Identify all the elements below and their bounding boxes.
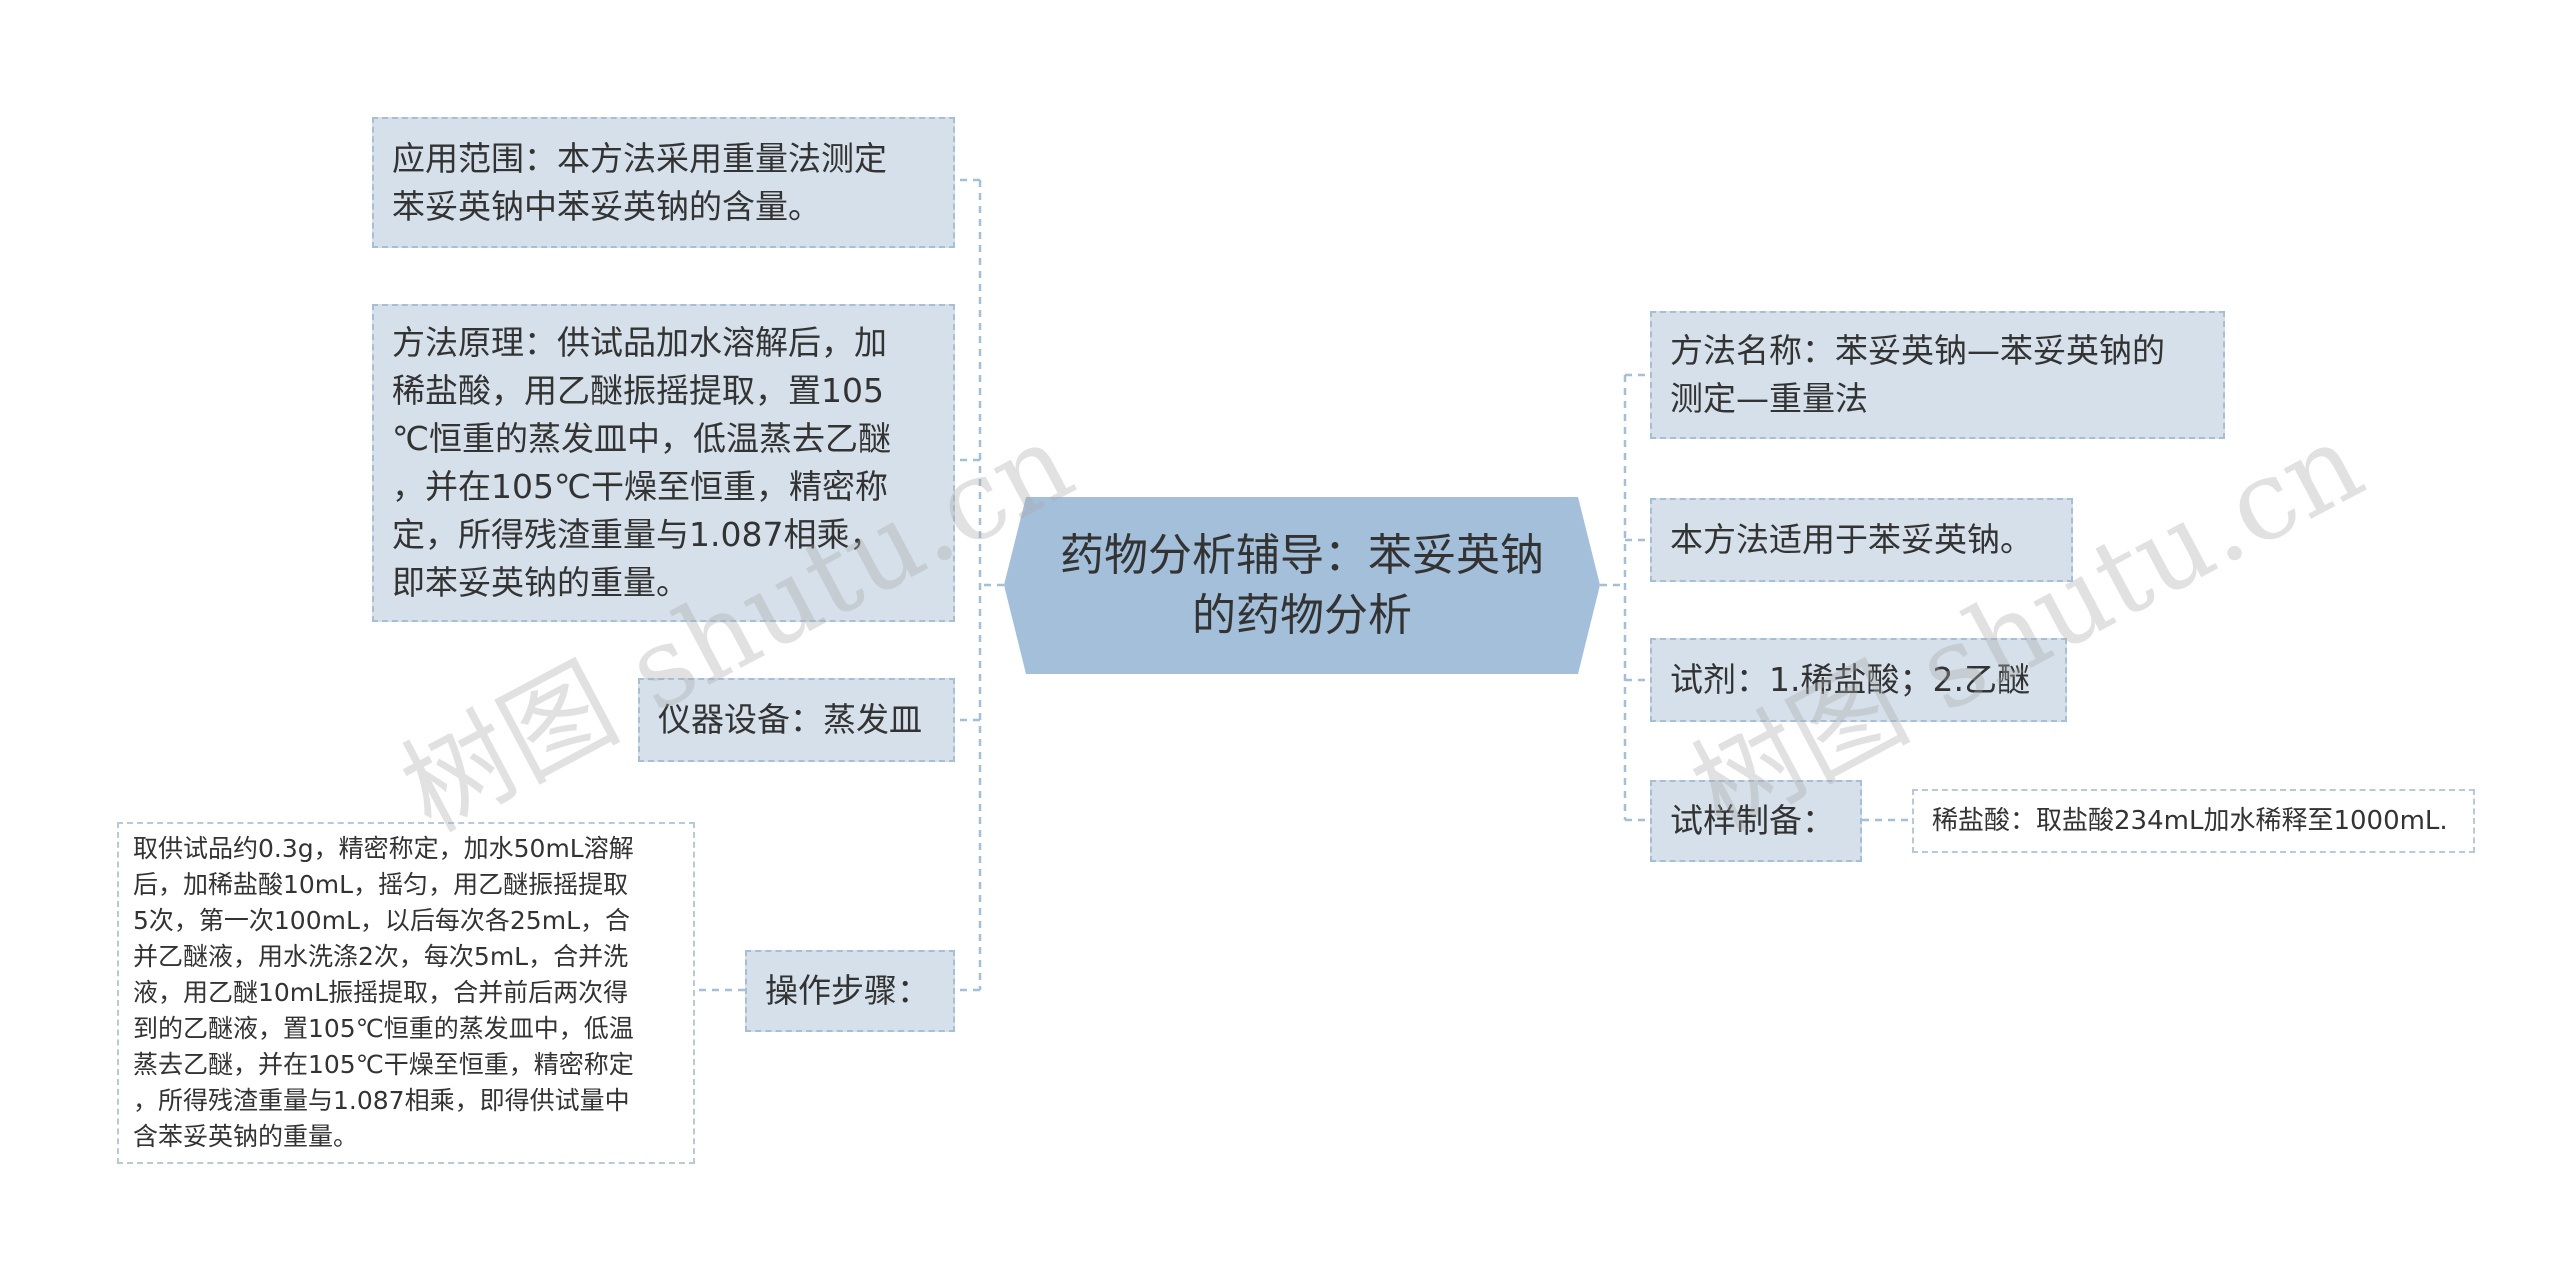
root-topic-label: 药物分析辅导：苯妥英钠 的药物分析 — [1060, 529, 1544, 641]
node-applicability-label: 本方法适用于苯妥英钠。 — [1670, 520, 2033, 559]
node-procedure-detail-label: 取供试品约0.3g，精密称定，加水50mL溶解 后，加稀盐酸10mL，摇匀，用乙… — [133, 834, 634, 1151]
node-procedure-detail[interactable]: 取供试品约0.3g，精密称定，加水50mL溶解 后，加稀盐酸10mL，摇匀，用乙… — [117, 822, 695, 1164]
right-trunk-line — [1600, 375, 1627, 820]
node-sample-prep-detail[interactable]: 稀盐酸：取盐酸234mL加水稀释至1000mL. — [1912, 789, 2475, 853]
node-method-name-label: 方法名称：苯妥英钠—苯妥英钠的 测定—重量法 — [1670, 331, 2165, 418]
node-reagents-label: 试剂：1.稀盐酸；2.乙醚 — [1670, 660, 2030, 699]
node-procedure[interactable]: 操作步骤： — [745, 950, 955, 1032]
node-principle-label: 方法原理：供试品加水溶解后，加 稀盐酸，用乙醚振摇提取，置105 ℃恒重的蒸发皿… — [392, 323, 892, 602]
node-scope-label: 应用范围：本方法采用重量法测定 苯妥英钠中苯妥英钠的含量。 — [392, 138, 887, 226]
node-sample-prep-detail-label: 稀盐酸：取盐酸234mL加水稀释至1000mL. — [1932, 806, 2448, 836]
node-applicability[interactable]: 本方法适用于苯妥英钠。 — [1650, 498, 2073, 582]
node-scope[interactable]: 应用范围：本方法采用重量法测定 苯妥英钠中苯妥英钠的含量。 — [372, 117, 955, 248]
node-procedure-label: 操作步骤： — [765, 971, 930, 1010]
left-trunk-line — [978, 180, 1004, 990]
node-reagents[interactable]: 试剂：1.稀盐酸；2.乙醚 — [1650, 638, 2067, 722]
node-sample-prep[interactable]: 试样制备： — [1650, 780, 1862, 862]
node-equipment[interactable]: 仪器设备：蒸发皿 — [638, 678, 955, 762]
node-sample-prep-label: 试样制备： — [1670, 801, 1835, 840]
root-topic-node[interactable]: 药物分析辅导：苯妥英钠 的药物分析 — [1004, 497, 1600, 674]
node-equipment-label: 仪器设备：蒸发皿 — [658, 700, 922, 739]
node-principle[interactable]: 方法原理：供试品加水溶解后，加 稀盐酸，用乙醚振摇提取，置105 ℃恒重的蒸发皿… — [372, 304, 955, 622]
root-hexagon-shape — [1004, 497, 1600, 674]
node-method-name[interactable]: 方法名称：苯妥英钠—苯妥英钠的 测定—重量法 — [1650, 311, 2225, 439]
